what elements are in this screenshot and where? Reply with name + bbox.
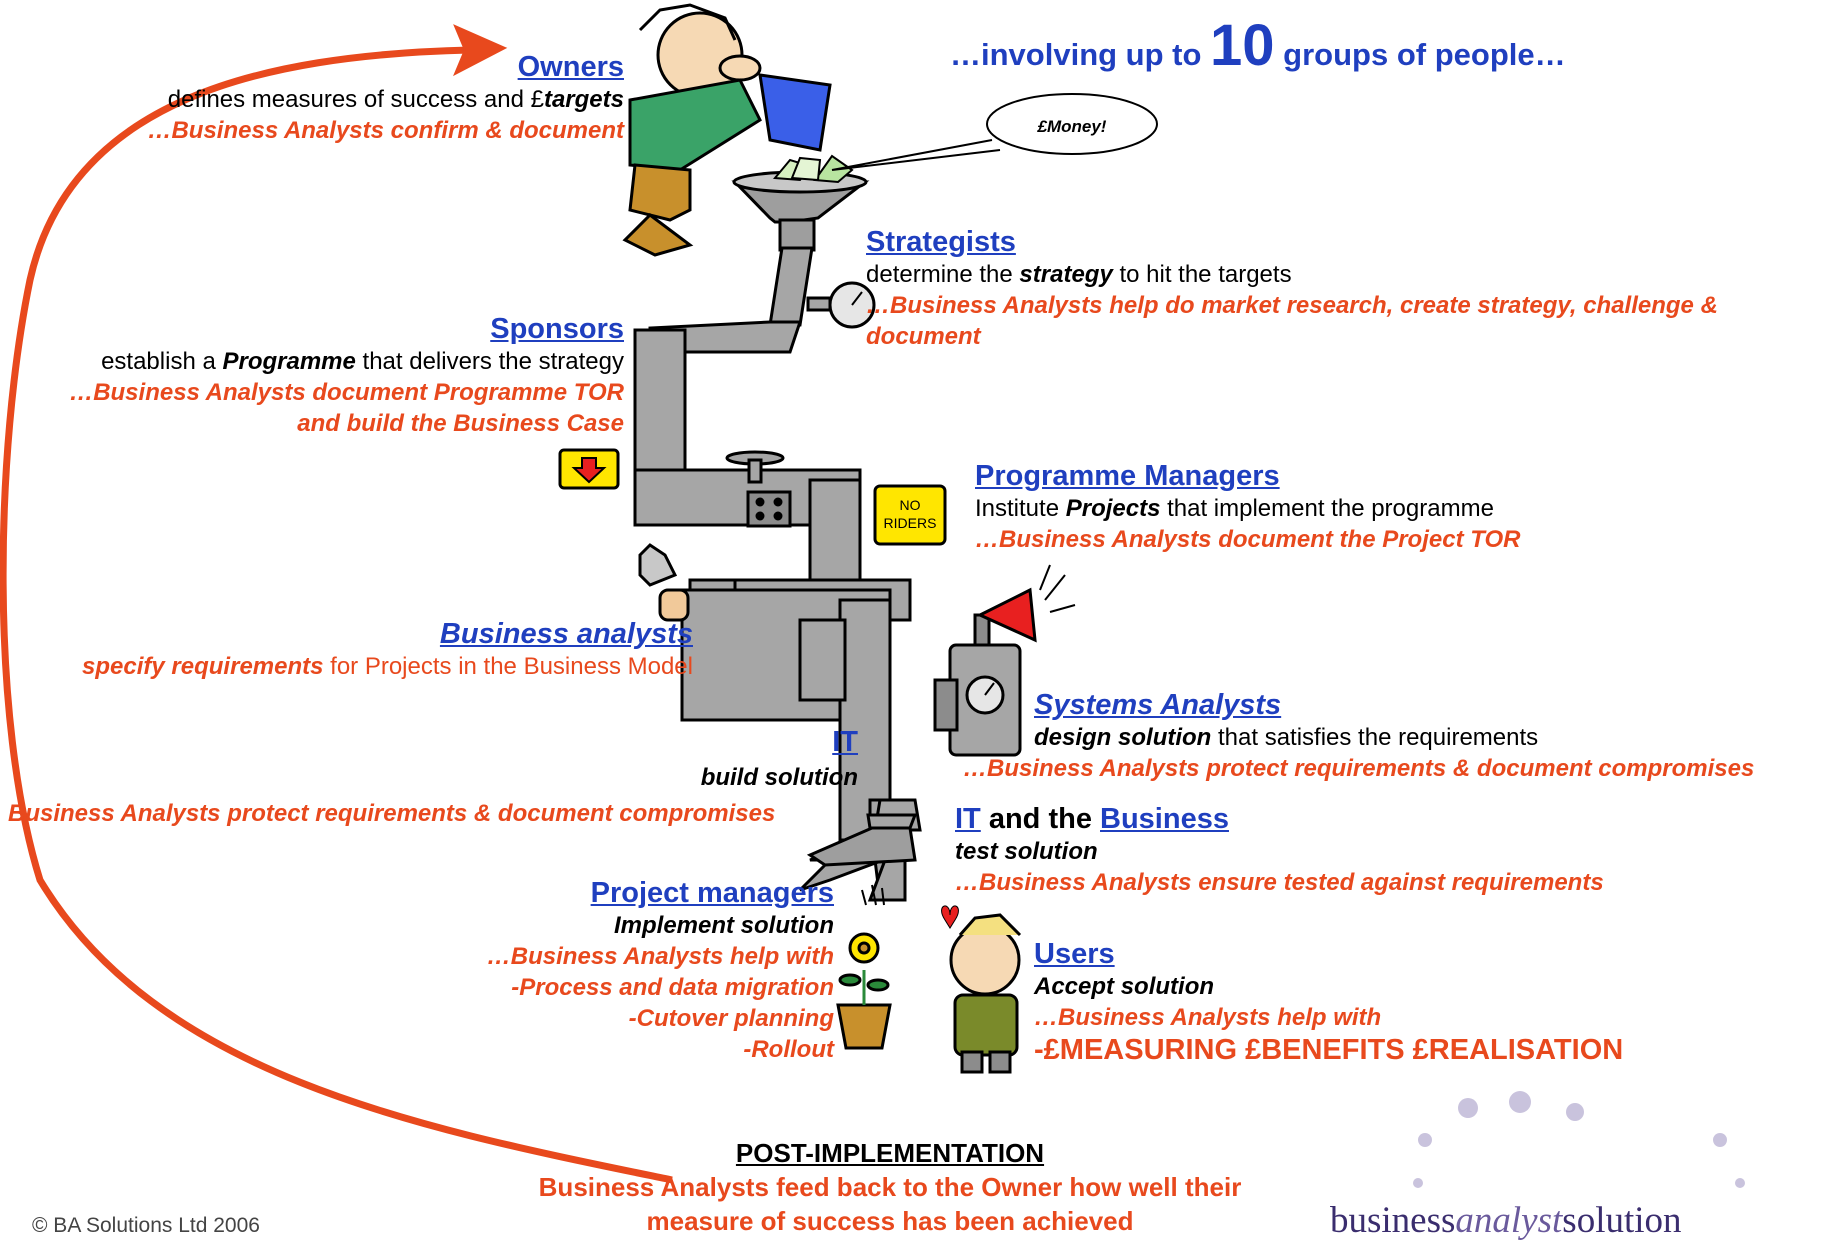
project-managers-title[interactable]: Project managers [590,877,834,909]
it-business-title-business[interactable]: Business [1100,803,1229,835]
logo-part3: solution [1562,1200,1682,1241]
sponsors-line1: establish a [101,348,223,375]
strategists-title[interactable]: Strategists [866,226,1016,258]
project-managers-line5: -Rollout [743,1036,834,1063]
no-riders-line2: RIDERS [884,515,937,531]
owners-line1-em: targets [543,86,624,113]
project-managers-block: Project managers Implement solution …Bus… [487,876,834,1065]
feedback-arrow [0,24,673,1184]
it-business-line2: …Business Analysts ensure tested against… [955,869,1604,896]
sponsors-block: Sponsors establish a Programme that deli… [69,312,624,439]
flower-pot [836,884,892,1050]
it-line1: build solution [700,764,858,791]
strategists-block: Strategists determine the strategy to hi… [866,225,1718,352]
owners-title[interactable]: Owners [517,51,624,83]
money-notes [772,154,854,184]
strategists-line1-em: strategy [1019,261,1113,288]
it-business-title-it[interactable]: IT [955,803,981,835]
copyright-text: © BA Solutions Ltd 2006 [32,1214,260,1237]
users-line3: -£MEASURING £BENEFITS £REALISATION [1034,1034,1624,1066]
project-managers-line3: -Process and data migration [511,974,834,1001]
owner-character [622,3,832,257]
project-managers-line1: Implement solution [613,912,834,939]
post-implementation-block: POST-IMPLEMENTATION Business Analysts fe… [440,1136,1340,1238]
pressure-gauge [806,281,876,329]
post-implementation-line1: Business Analysts feed back to the Owner… [538,1172,1242,1202]
sponsors-line2: …Business Analysts document Programme TO… [69,379,624,406]
users-title[interactable]: Users [1034,938,1115,970]
sponsors-line3: and build the Business Case [297,410,624,437]
outlet-cone [806,813,918,867]
strategists-line1-suffix: to hit the targets [1112,261,1292,288]
systems-analysts-line1-em: design solution [1034,724,1212,751]
it-title[interactable]: IT [832,726,858,758]
sponsors-line1-em: Programme [222,348,356,375]
systems-analysts-line2: …Business Analysts protect requirements … [963,755,1755,782]
users-line2: …Business Analysts help with [1034,1004,1382,1031]
it-business-title-and: and the [980,803,1101,835]
business-analysts-line1-em: specify requirements [82,653,324,680]
no-riders-sign: NO RIDERS [873,484,947,546]
company-logo: businessanalystsolution [1330,1200,1682,1242]
funnel [731,170,870,252]
project-managers-line2: …Business Analysts help with [486,943,834,970]
speech-bubble: £Money! [831,93,1158,171]
programme-managers-line1-em: Projects [1065,495,1161,522]
joint-box [746,490,792,528]
headline-suffix: groups of people… [1274,37,1566,72]
strategists-line2: …Business Analysts help do market resear… [866,292,1718,319]
headline-number: 10 [1210,13,1275,78]
it-block: IT build solution [701,725,858,793]
strategists-line1: determine the [866,261,1020,288]
logo-dots [1413,1091,1745,1188]
programme-managers-line2: …Business Analysts document the Project … [975,526,1521,553]
it-business-line1: test solution [955,838,1098,865]
systems-analysts-title[interactable]: Systems Analysts [1034,689,1282,721]
programme-managers-line1: Institute [975,495,1066,522]
owners-line2: …Business Analysts confirm & document [147,117,624,144]
business-analysts-line1-suffix: for Projects in the Business Model [323,653,693,680]
post-implementation-line2: measure of success has been achieved [646,1206,1134,1236]
sponsors-title[interactable]: Sponsors [490,313,624,345]
logo-part1: business [1330,1200,1456,1241]
business-analysts-block: Business analysts specify requirements f… [82,617,693,682]
programme-managers-line1-suffix: that implement the programme [1160,495,1494,522]
logo-part2: analyst [1455,1200,1563,1241]
post-implementation-title: POST-IMPLEMENTATION [735,1138,1045,1168]
user-character [941,905,1022,1074]
siren-box [933,564,1076,757]
owners-block: Owners defines measures of success and £… [147,50,624,146]
it-business-block: IT and the Business test solution …Busin… [955,802,1604,898]
headline-prefix: …involving up to [950,37,1211,72]
headline: …involving up to 10 groups of people… [950,12,1566,79]
speech-bubble-text: £Money! [1037,117,1107,136]
hand-bell [638,543,690,622]
project-managers-line4: -Cutover planning [628,1005,834,1032]
no-riders-line1: NO [900,497,921,513]
it-line2: Business Analysts protect requirements &… [8,800,776,827]
users-block: Users Accept solution …Business Analysts… [1034,937,1623,1067]
sponsors-line1-suffix: that delivers the strategy [355,348,624,375]
systems-analysts-line1-suffix: that satisfies the requirements [1211,724,1539,751]
down-arrow-sign [558,448,620,490]
users-line1: Accept solution [1034,973,1215,1000]
valve-wheel [725,450,785,484]
owners-line1: defines measures of success and £ [167,86,544,113]
systems-analysts-block: Systems Analysts design solution that sa… [963,688,1754,784]
strategists-line3: document [866,323,981,350]
programme-managers-title[interactable]: Programme Managers [975,460,1280,492]
programme-managers-block: Programme Managers Institute Projects th… [975,459,1520,555]
business-analysts-title[interactable]: Business analysts [439,618,693,650]
